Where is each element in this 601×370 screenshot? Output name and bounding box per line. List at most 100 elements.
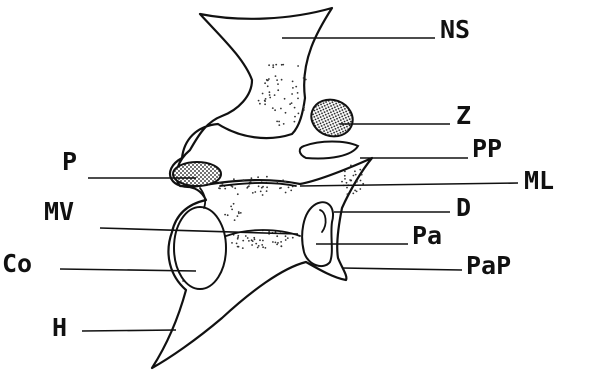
stipple-dot bbox=[277, 83, 279, 85]
stipple-dot bbox=[361, 174, 363, 176]
stipple-dot bbox=[272, 66, 274, 68]
stipple-dot bbox=[292, 81, 294, 83]
stipple-dot bbox=[262, 240, 264, 242]
stipple-dot bbox=[347, 193, 349, 195]
label-ns: NS bbox=[440, 15, 470, 44]
stipple-dot bbox=[245, 235, 247, 237]
process-p bbox=[173, 162, 221, 186]
stipple-dot bbox=[269, 94, 271, 96]
centrum bbox=[174, 207, 226, 289]
leader-pap bbox=[342, 268, 462, 270]
stipple-dot bbox=[275, 64, 277, 66]
stipple-dot bbox=[277, 89, 279, 91]
stipple-dot bbox=[297, 98, 299, 100]
stipple-dot bbox=[274, 109, 276, 111]
stipple-dot bbox=[344, 171, 346, 173]
posterior-process bbox=[300, 142, 358, 159]
stipple-dot bbox=[285, 239, 287, 241]
stipple-dot bbox=[248, 240, 250, 242]
stipple-dot bbox=[281, 64, 283, 66]
label-co: Co bbox=[2, 249, 32, 278]
stipple-dot bbox=[268, 64, 270, 66]
stipple-dot bbox=[236, 243, 238, 245]
stipple-dot bbox=[224, 214, 226, 216]
stipple-dot bbox=[240, 212, 242, 214]
stipple-dot bbox=[251, 244, 253, 246]
label-d: D bbox=[456, 193, 471, 222]
stipple-dot bbox=[262, 194, 264, 196]
stipple-dot bbox=[243, 180, 245, 182]
label-z: Z bbox=[456, 101, 471, 130]
stipple-dot bbox=[234, 219, 236, 221]
stipple-dot bbox=[275, 242, 277, 244]
stipple-dot bbox=[257, 176, 259, 178]
stipple-dot bbox=[237, 235, 239, 237]
label-h: H bbox=[52, 313, 67, 342]
stipple-dot bbox=[303, 77, 305, 79]
stipple-dot bbox=[262, 246, 264, 248]
stipple-dot bbox=[269, 97, 271, 99]
stipple-dot bbox=[275, 75, 277, 77]
stipple-dot bbox=[352, 193, 354, 195]
stipple-dot bbox=[276, 235, 278, 237]
stipple-dot bbox=[285, 112, 287, 114]
stipple-dot bbox=[277, 242, 279, 244]
stipple-dot bbox=[305, 79, 307, 81]
stipple-dot bbox=[238, 212, 240, 214]
stipple-dot bbox=[230, 206, 232, 208]
stipple-dot bbox=[237, 215, 239, 217]
zygapophysis bbox=[306, 94, 358, 142]
stipple-dot bbox=[258, 185, 260, 187]
stipple-dot bbox=[280, 187, 282, 189]
stipple-dot bbox=[355, 174, 357, 176]
stipple-dot bbox=[344, 178, 346, 180]
stipple-dot bbox=[224, 188, 226, 190]
stipple-dot bbox=[284, 98, 286, 100]
stipple-dot bbox=[257, 247, 259, 249]
stipple-dot bbox=[264, 100, 266, 102]
stipple-dot bbox=[283, 123, 285, 125]
stipple-dot bbox=[268, 78, 270, 80]
stipple-dot bbox=[233, 178, 235, 180]
stipple-dot bbox=[285, 235, 287, 237]
stipple-dot bbox=[272, 64, 274, 66]
stipple-dot bbox=[341, 181, 343, 183]
stipple-dot bbox=[266, 186, 268, 188]
stipple-dot bbox=[297, 65, 299, 67]
stipple-dot bbox=[281, 245, 283, 247]
stipple-dot bbox=[267, 85, 269, 87]
stipple-dot bbox=[349, 179, 351, 181]
stipple-dot bbox=[287, 237, 289, 239]
stipple-dot bbox=[258, 245, 260, 247]
label-pap: PaP bbox=[466, 251, 511, 280]
label-p: P bbox=[62, 147, 77, 176]
stipple-dot bbox=[227, 214, 229, 216]
stipple-dot bbox=[354, 190, 356, 192]
stipple-dot bbox=[303, 109, 305, 111]
stipple-dot bbox=[265, 247, 267, 249]
stipple-dot bbox=[291, 93, 293, 95]
stipple-dot bbox=[261, 244, 263, 246]
stipple-dot bbox=[290, 190, 292, 192]
stipple-dot bbox=[356, 181, 358, 183]
stipple-dot bbox=[289, 103, 291, 105]
stipple-dot bbox=[253, 237, 255, 239]
stipple-dot bbox=[291, 102, 293, 104]
stipple-dot bbox=[262, 93, 264, 95]
stipple-dot bbox=[278, 121, 280, 123]
stipple-dot bbox=[360, 180, 362, 182]
stipple-dot bbox=[280, 108, 282, 110]
stipple-dot bbox=[231, 209, 233, 211]
stipple-dot bbox=[260, 191, 262, 193]
stipple-dot bbox=[356, 191, 358, 193]
stipple-dot bbox=[294, 107, 296, 109]
stipple-dot bbox=[247, 186, 249, 188]
stipple-dot bbox=[344, 175, 346, 177]
stipple-dot bbox=[242, 240, 244, 242]
stipple-dot bbox=[274, 94, 276, 96]
stipple-dot bbox=[259, 239, 261, 241]
stipple-dot bbox=[254, 191, 256, 193]
stipple-dot bbox=[258, 100, 260, 102]
stipple-dot bbox=[272, 107, 274, 109]
stipple-dot bbox=[265, 98, 267, 100]
